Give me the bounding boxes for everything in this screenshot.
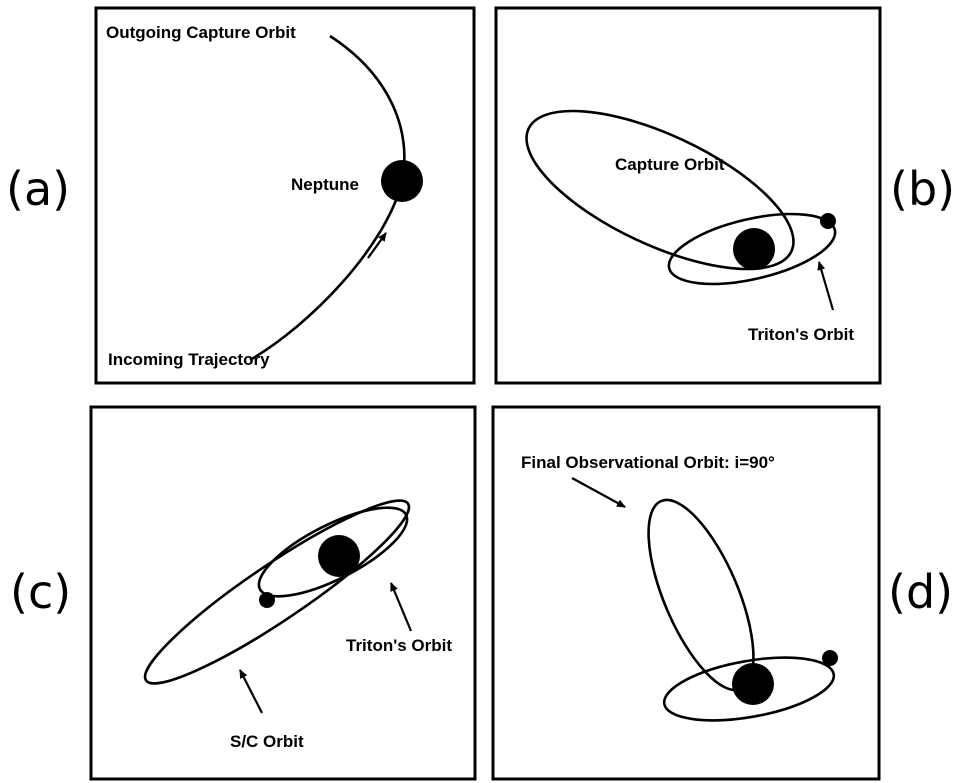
sc-orbit-label: S/C Orbit [230,732,304,751]
capture-orbit [525,109,795,271]
triton-orbit [662,656,836,722]
sc-orbit [143,499,411,685]
panel-b: Capture Orbit Triton's Orbit [494,6,882,385]
triton-orbit [257,506,409,598]
outgoing-capture-orbit-label: Outgoing Capture Orbit [106,23,296,42]
triton-orbit-arrow [389,582,413,632]
incoming-arrow [367,232,387,259]
final-orbit-arrow [571,477,626,508]
triton-orbit [667,212,837,286]
panel-d: Final Observational Orbit: i=90° [491,405,881,781]
triton-body [822,650,838,666]
incoming-trajectory-label: Incoming Trajectory [108,350,270,369]
panel-a-frame [94,6,476,385]
final-observational-orbit-label: Final Observational Orbit: i=90° [521,453,775,472]
panel-c-frame [89,405,477,781]
panel-b-frame [494,6,882,385]
triton-orbit-label: Triton's Orbit [346,636,452,655]
neptune-body [381,160,423,202]
panel-b-tag: (b) [890,162,955,216]
triton-body [820,213,836,229]
triton-orbit-arrow [817,261,835,311]
capture-orbit-label: Capture Orbit [615,155,725,174]
neptune-label: Neptune [291,175,359,194]
triton-orbit-label: Triton's Orbit [748,325,854,344]
neptune-body [733,228,775,270]
panel-a-tag: (a) [6,162,70,216]
panel-c-tag: (c) [10,565,71,619]
panel-d-tag: (d) [888,565,953,619]
neptune-body [318,535,360,577]
triton-body [259,592,275,608]
panel-a: Outgoing Capture Orbit Neptune Incoming … [94,6,476,385]
trajectory-curve [249,34,406,362]
panel-d-frame [491,405,881,781]
sc-orbit-arrow [239,669,263,714]
panel-c: Triton's Orbit S/C Orbit [89,405,477,781]
neptune-body [732,663,774,705]
